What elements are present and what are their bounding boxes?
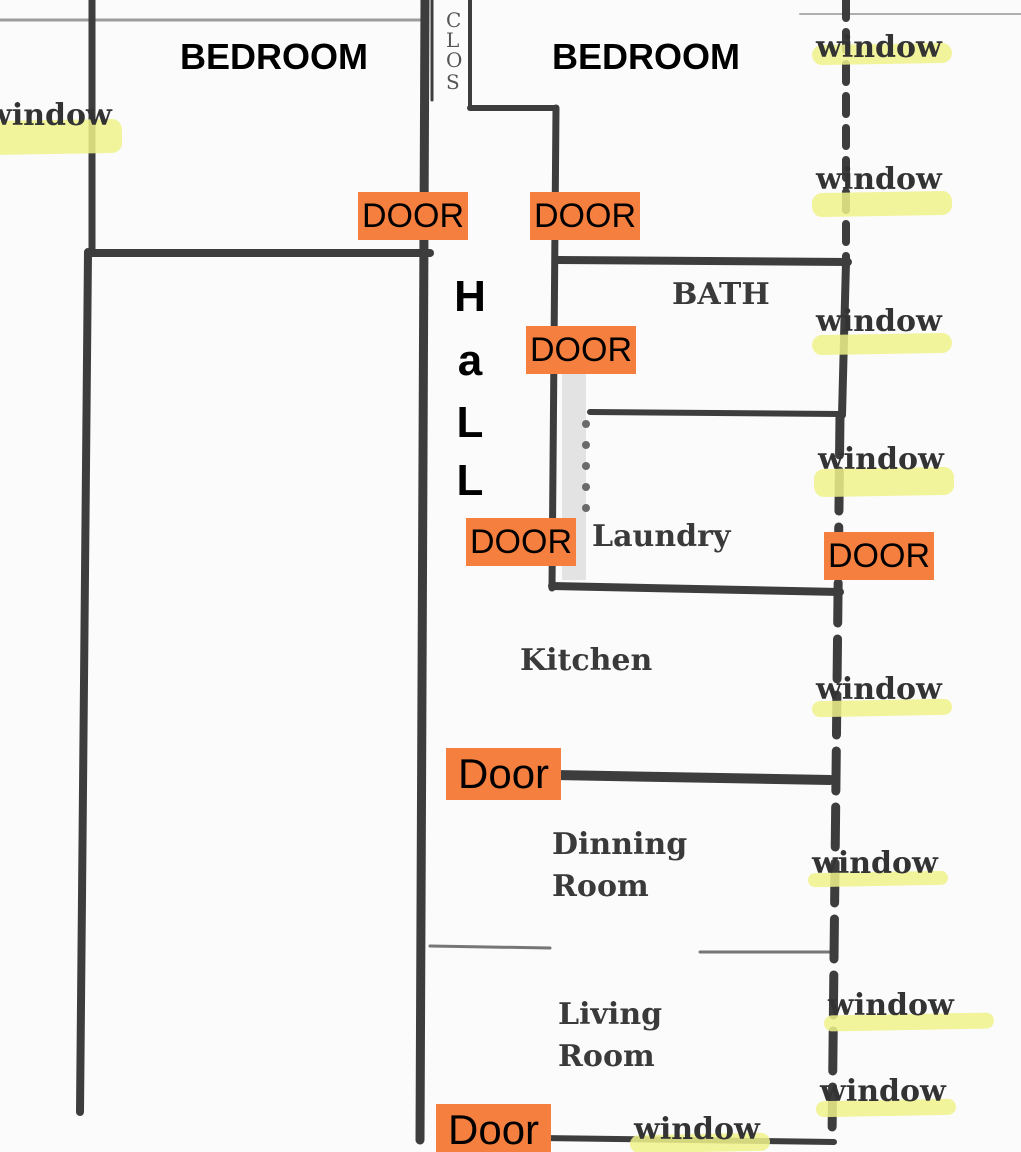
room-label-living: Living xyxy=(558,997,663,1032)
door-bedroom-right: DOOR xyxy=(530,192,640,240)
room-label-dining: Dinning xyxy=(552,827,688,862)
wall-dining-left xyxy=(428,944,552,950)
window-right-6: window xyxy=(807,846,948,888)
door-front: Door xyxy=(436,1104,552,1152)
door-laundry-right: DOOR xyxy=(824,532,934,580)
closet-letter: S xyxy=(446,70,460,94)
room-label-bath: BATH xyxy=(672,277,770,312)
closet-letter: L xyxy=(446,28,460,52)
room-label-bedroom-left: BEDROOM xyxy=(180,36,368,77)
window-label: window xyxy=(816,162,942,197)
window-bottom: window xyxy=(629,1112,771,1152)
room-label-dining: Room xyxy=(552,869,649,904)
room-label-hall-letter: H xyxy=(454,272,486,321)
window-label: window xyxy=(820,1074,946,1109)
wall-bath-bottom xyxy=(587,409,843,417)
window-label: window xyxy=(812,846,938,881)
window-label: window xyxy=(816,30,942,65)
door-laundry-left: DOOR xyxy=(466,518,576,566)
room-label-hall-letter: L xyxy=(456,398,484,447)
window-right-4: window xyxy=(813,442,955,498)
window-left-bedroom: window xyxy=(0,98,123,156)
wall-kitchen-bottom xyxy=(550,770,835,785)
window-right-8: window xyxy=(815,1074,956,1118)
door-kitchen: Door xyxy=(446,748,562,800)
room-label-bedroom-right: BEDROOM xyxy=(552,36,740,77)
window-label: window xyxy=(828,988,954,1023)
window-right-1: window xyxy=(811,30,953,66)
window-right-7: window xyxy=(823,988,994,1032)
door-bath: DOOR xyxy=(526,326,636,374)
wall-laundry-bottom xyxy=(548,582,844,596)
window-right-2: window xyxy=(811,162,953,218)
window-label: window xyxy=(816,304,942,339)
window-label: window xyxy=(634,1112,760,1147)
room-label-hall-letter: a xyxy=(457,336,483,385)
window-label: window xyxy=(0,98,112,133)
room-label-kitchen: Kitchen xyxy=(520,643,653,678)
door-bedroom-left: DOOR xyxy=(358,192,468,240)
room-label-hall-letter: L xyxy=(456,456,484,505)
closet-letter: O xyxy=(446,48,463,72)
window-right-3: window xyxy=(811,304,953,356)
closet-letter: C xyxy=(446,8,462,32)
wall-hall-left xyxy=(415,0,430,1145)
wall-bath-top xyxy=(554,256,852,266)
window-right-5: window xyxy=(811,672,952,718)
window-label: window xyxy=(818,442,944,477)
wall-left-exterior xyxy=(76,248,92,1116)
window-label: window xyxy=(816,672,942,707)
room-label-laundry: Laundry xyxy=(592,519,731,554)
room-label-living: Room xyxy=(558,1039,655,1074)
